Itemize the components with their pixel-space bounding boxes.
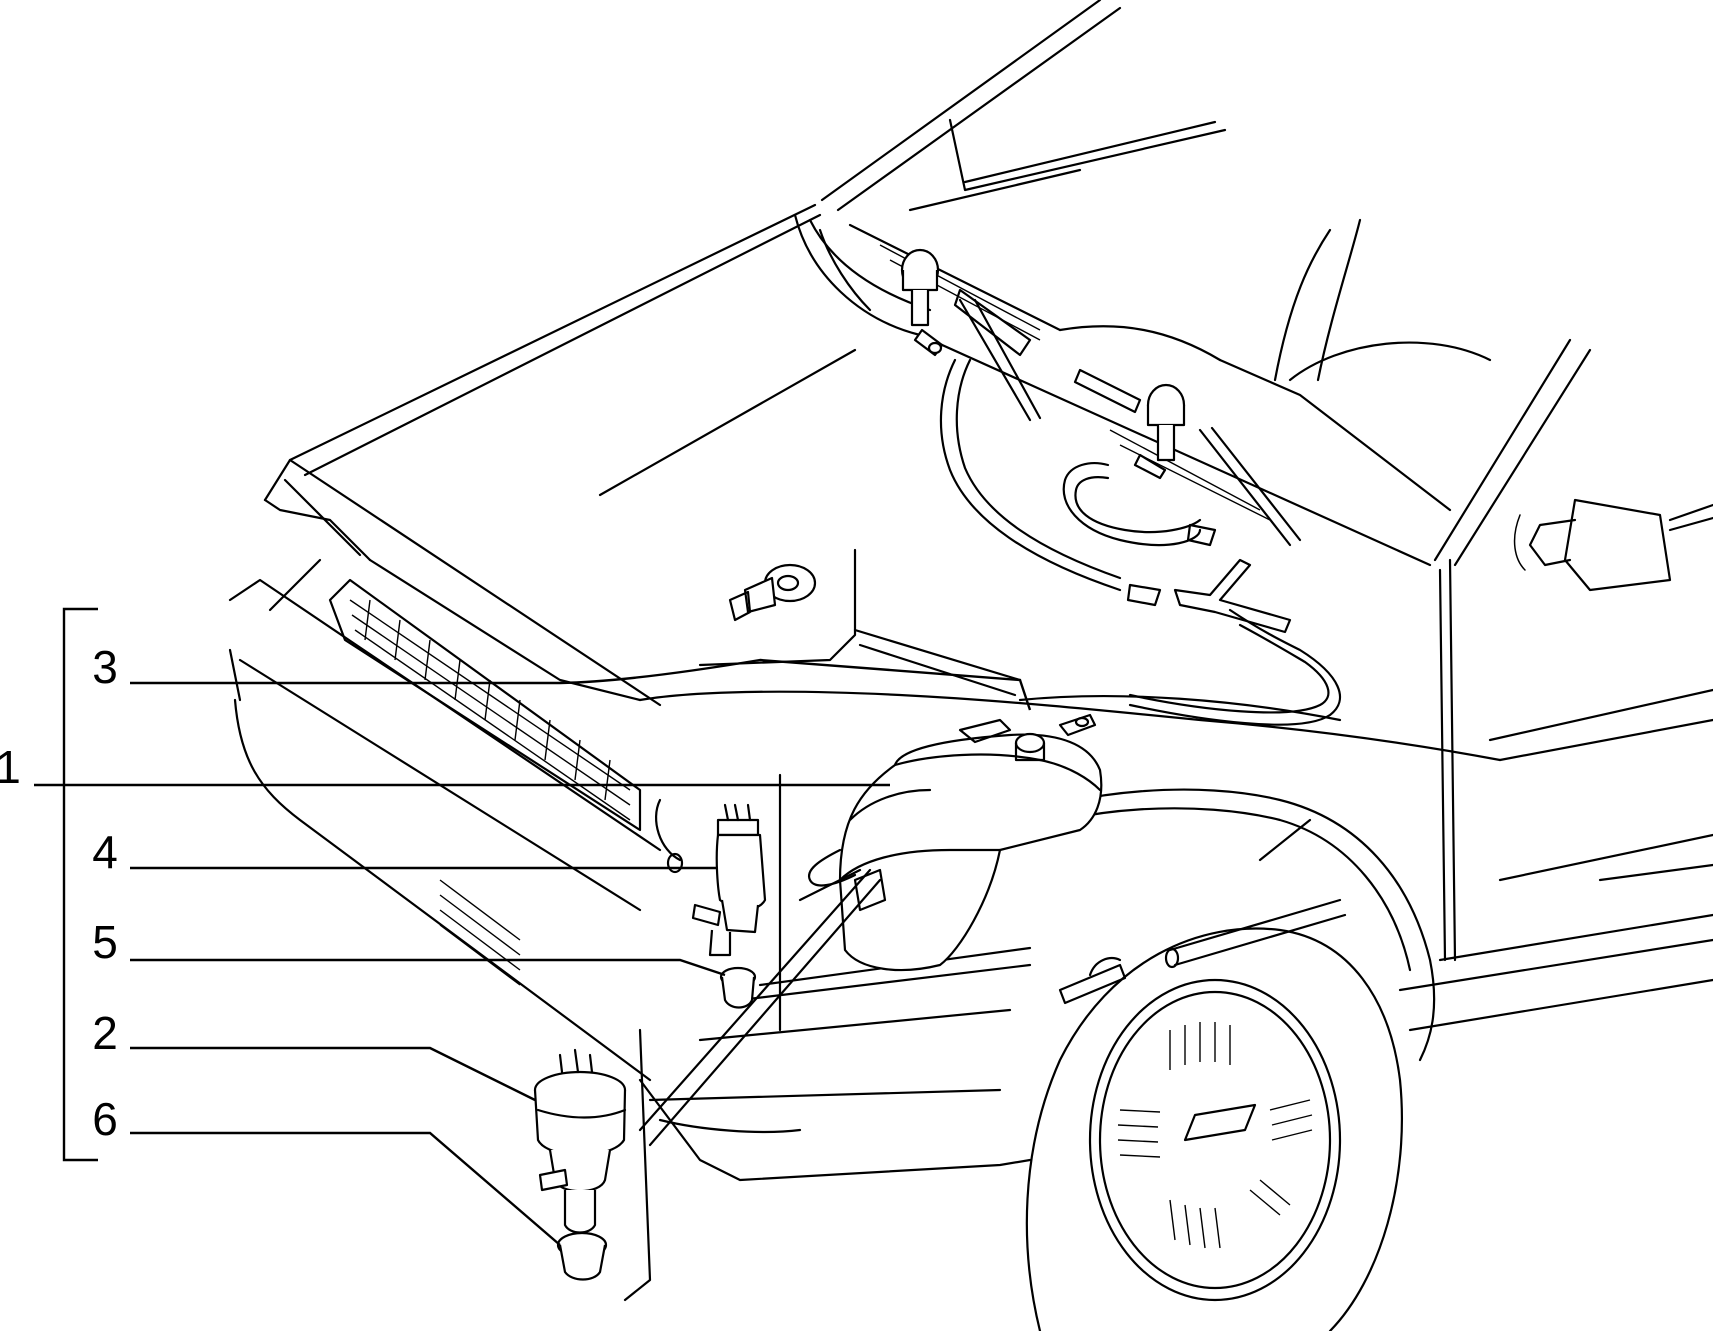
wheel	[1025, 927, 1404, 1333]
washer-hoses	[939, 358, 1341, 726]
windshield-frame	[820, 0, 1592, 567]
grommet-lower	[556, 1231, 608, 1281]
leader-lines	[34, 658, 1032, 1246]
callout-1: 1	[0, 741, 21, 793]
hood	[263, 203, 872, 707]
washer-reservoir	[807, 713, 1103, 972]
leader-3	[130, 658, 1032, 711]
callout-6: 6	[92, 1093, 118, 1145]
leader-5	[130, 958, 726, 977]
washer-jet-right	[1133, 383, 1186, 480]
cowl-panel	[793, 213, 1452, 567]
hose-connectors	[1058, 898, 1347, 1005]
callout-2: 2	[92, 1007, 118, 1059]
callout-4: 4	[92, 826, 118, 878]
washer-pump-lower	[533, 1048, 627, 1234]
callout-bracket	[62, 607, 98, 1162]
washer-jet-left	[900, 248, 944, 357]
inset-panels	[623, 548, 857, 1302]
grommet-upper	[719, 966, 757, 1009]
callout-3: 3	[92, 641, 118, 693]
side-mirror	[1513, 498, 1713, 592]
fender	[638, 558, 1713, 1032]
bracket-lines	[638, 628, 1022, 1147]
washer-pump-upper	[655, 798, 767, 957]
leader-6	[130, 1131, 561, 1246]
reservoir-cap	[728, 563, 817, 622]
leader-2	[130, 1046, 536, 1102]
front-grille	[228, 558, 662, 986]
front-bumper	[228, 648, 1032, 1182]
callout-5: 5	[92, 916, 118, 968]
